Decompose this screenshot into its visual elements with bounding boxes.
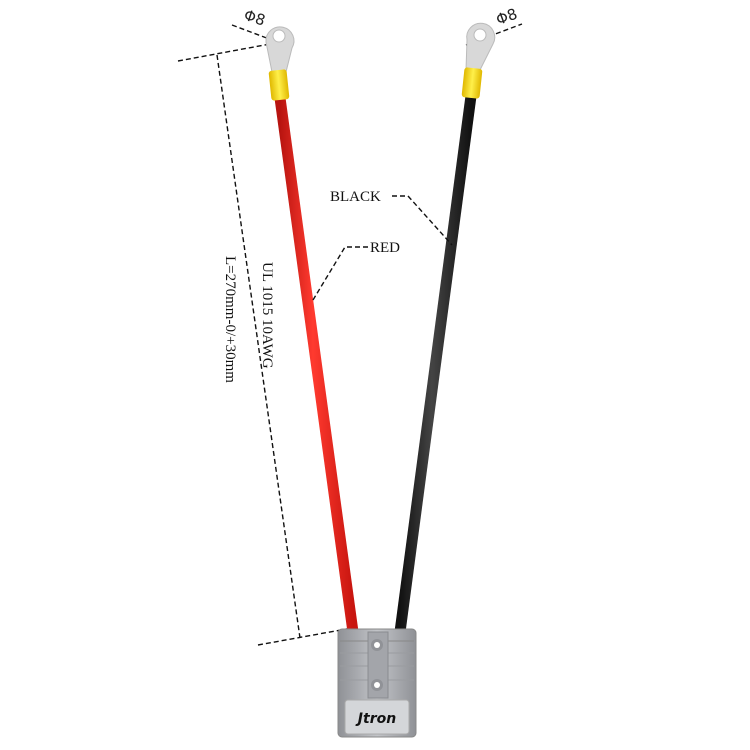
length-dimension [177, 43, 353, 646]
right-diameter-label: Φ8 [494, 5, 520, 29]
left-ring-terminal [265, 26, 295, 101]
left-diameter-label: Φ8 [242, 6, 268, 30]
black-leader [392, 195, 453, 246]
brand-logo: Jtron [355, 711, 396, 727]
red-wire [274, 97, 359, 633]
black-wire-label: BLACK [330, 189, 381, 205]
red-wire-label: RED [370, 240, 400, 256]
right-ring-terminal [461, 22, 496, 99]
red-leader [312, 246, 368, 301]
anderson-connector: Jtron [337, 628, 417, 738]
left-yellow-sleeve [268, 69, 290, 101]
right-yellow-sleeve [461, 67, 483, 99]
wire-spec-label: UL 1015 10AWG [259, 262, 275, 369]
black-wire [394, 95, 477, 633]
length-label: L=270mm-0/+30mm [222, 256, 238, 383]
